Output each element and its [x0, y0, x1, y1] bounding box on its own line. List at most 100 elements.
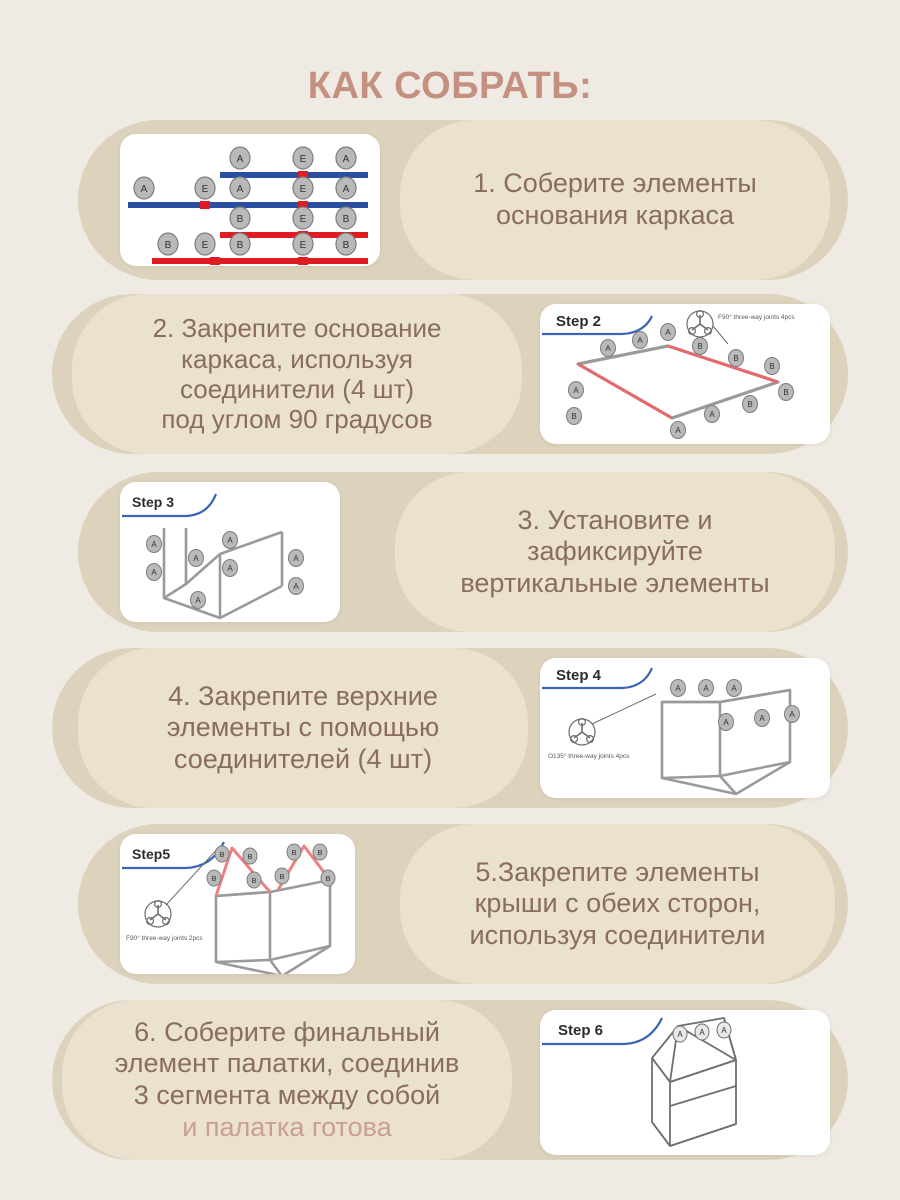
- step-text-line: элементы с помощью: [166, 712, 440, 743]
- step-text-2: 2. Закрепите основание каркаса, использу…: [72, 294, 522, 454]
- part-label: E: [202, 240, 209, 251]
- step-text-1: 1. Соберите элементы основания каркаса: [400, 120, 830, 280]
- step-text-line: основания каркаса: [495, 200, 734, 230]
- part-label: A: [789, 710, 795, 719]
- part-label: B: [291, 848, 296, 857]
- step-text-line: под углом 90 градусов: [161, 404, 433, 435]
- rod-group-1: A E A: [220, 146, 368, 179]
- part-label: A: [675, 426, 681, 435]
- part-label: A: [237, 184, 244, 195]
- part-label: E: [300, 154, 307, 165]
- step-text-4: 4. Закрепите верхние элементы с помощью …: [78, 648, 528, 808]
- rod-group-2: A E A E A: [128, 176, 368, 209]
- step-text-line: соединителей (4 шт): [173, 743, 433, 774]
- step-diagram-card-6: Step 6 A A A: [540, 1010, 830, 1155]
- part-label: B: [247, 852, 252, 861]
- step-text-line: 3 сегмента между собой: [133, 1080, 441, 1110]
- part-label: A: [293, 554, 299, 563]
- part-label: B: [325, 874, 330, 883]
- vertical-posts-assembly-diagram: Step 3 A A A A A A A: [122, 493, 304, 620]
- step-row-3: Step 3 A A A A A A A: [0, 472, 900, 642]
- step-diagram-card-2: Step 2 F90° three-way joints 4pcs: [540, 304, 830, 444]
- rod-group-4: B E B E B: [152, 232, 368, 265]
- step-text-3: 3. Установите и зафиксируйте вертикальны…: [395, 472, 835, 632]
- rod-group-3: B E B: [220, 206, 368, 239]
- part-label: A: [151, 568, 157, 577]
- part-label: A: [573, 386, 579, 395]
- part-label: B: [571, 412, 576, 421]
- step-text-line: 4. Закрепите верхние: [168, 680, 438, 711]
- step-text-line: 5.Закрепите элементы: [475, 856, 760, 887]
- step-text-line: вертикальные элементы: [460, 567, 770, 598]
- part-label: A: [227, 536, 233, 545]
- part-label: A: [731, 684, 737, 693]
- finished-tent-frame-diagram: Step 6 A A A: [542, 1017, 737, 1147]
- part-label: A: [227, 564, 233, 573]
- part-label: A: [665, 328, 671, 337]
- part-label: A: [195, 596, 201, 605]
- step-tag-label: Step 4: [556, 667, 602, 684]
- step-row-5: Step5 F90° three-way joints 2pcs: [0, 824, 900, 994]
- part-label: B: [343, 214, 350, 225]
- part-label: A: [237, 154, 244, 165]
- part-label: A: [343, 154, 350, 165]
- step-accent-line: и палатка готова: [182, 1111, 392, 1142]
- base-frame-rods-diagram: A E A A E A: [128, 146, 368, 265]
- base-rectangle-assembly-diagram: Step 2 F90° three-way joints 4pcs: [542, 309, 795, 439]
- part-label: A: [193, 554, 199, 563]
- part-label: E: [300, 184, 307, 195]
- frame-outline: [576, 344, 780, 420]
- step-diagram-card-4: Step 4 O135° three-way joints 4pcs: [540, 658, 830, 798]
- part-label: A: [677, 1030, 683, 1039]
- part-label: A: [699, 1028, 705, 1037]
- part-label: B: [279, 872, 284, 881]
- step-diagram-card-5: Step5 F90° three-way joints 2pcs: [120, 834, 355, 974]
- part-label: B: [237, 214, 244, 225]
- part-label: E: [202, 184, 209, 195]
- step-text-line: крыши с обеих сторон,: [474, 888, 761, 919]
- step-text-5: 5.Закрепите элементы крыши с обеих сторо…: [400, 824, 835, 984]
- step-row-6: 6. Соберите финальный элемент палатки, с…: [0, 1000, 900, 1170]
- part-label: B: [769, 362, 774, 371]
- step-text-6: 6. Соберите финальный элемент палатки, с…: [62, 1000, 512, 1160]
- part-label: A: [723, 718, 729, 727]
- part-label: A: [709, 410, 715, 419]
- step-text-line: 1. Соберите элементы: [473, 168, 757, 199]
- part-label: B: [165, 240, 172, 251]
- part-label: B: [747, 400, 752, 409]
- part-label: B: [219, 850, 224, 859]
- part-label: A: [293, 582, 299, 591]
- step-text-line: 3. Установите и: [517, 504, 713, 535]
- part-label: A: [605, 344, 611, 353]
- step-tag-label: Step5: [132, 846, 170, 862]
- step-row-4: 4. Закрепите верхние элементы с помощью …: [0, 648, 900, 818]
- step-diagram-card-1: A E A A E A: [120, 134, 380, 266]
- joint-note-label: O135° three-way joints 4pcs: [548, 752, 630, 760]
- part-label: B: [237, 240, 244, 251]
- step-tag-label: Step 6: [558, 1022, 603, 1039]
- step-text-line: соединители (4 шт): [179, 374, 415, 404]
- roof-gables-assembly-diagram: Step5 F90° three-way joints 2pcs: [122, 841, 336, 974]
- part-label: B: [251, 876, 256, 885]
- step-row-2: 2. Закрепите основание каркаса, использу…: [0, 294, 900, 464]
- part-label: E: [300, 214, 307, 225]
- three-way-joint-icon: [144, 845, 221, 928]
- three-way-joint-icon: [568, 693, 657, 746]
- step-text-line: 6. Соберите финальный: [134, 1016, 440, 1047]
- step-row-1: A E A A E A: [0, 120, 900, 290]
- joint-note-label: F90° three-way joints 4pcs: [718, 313, 795, 321]
- part-label: A: [703, 684, 709, 693]
- step-text-line: зафиксируйте: [527, 536, 703, 567]
- part-label: A: [141, 184, 148, 195]
- part-label: A: [721, 1026, 727, 1035]
- part-label: B: [733, 354, 738, 363]
- part-label: E: [300, 240, 307, 251]
- part-label: B: [783, 388, 788, 397]
- step-text-line: каркаса, используя: [181, 343, 413, 374]
- step-text-line: 2. Закрепите основание: [152, 313, 442, 344]
- top-rails-assembly-diagram: Step 4 O135° three-way joints 4pcs: [542, 667, 800, 796]
- part-label: B: [211, 874, 216, 883]
- part-label: A: [637, 336, 643, 345]
- part-label: B: [697, 342, 702, 351]
- step-text-line: элемент палатки, соединив: [114, 1048, 460, 1079]
